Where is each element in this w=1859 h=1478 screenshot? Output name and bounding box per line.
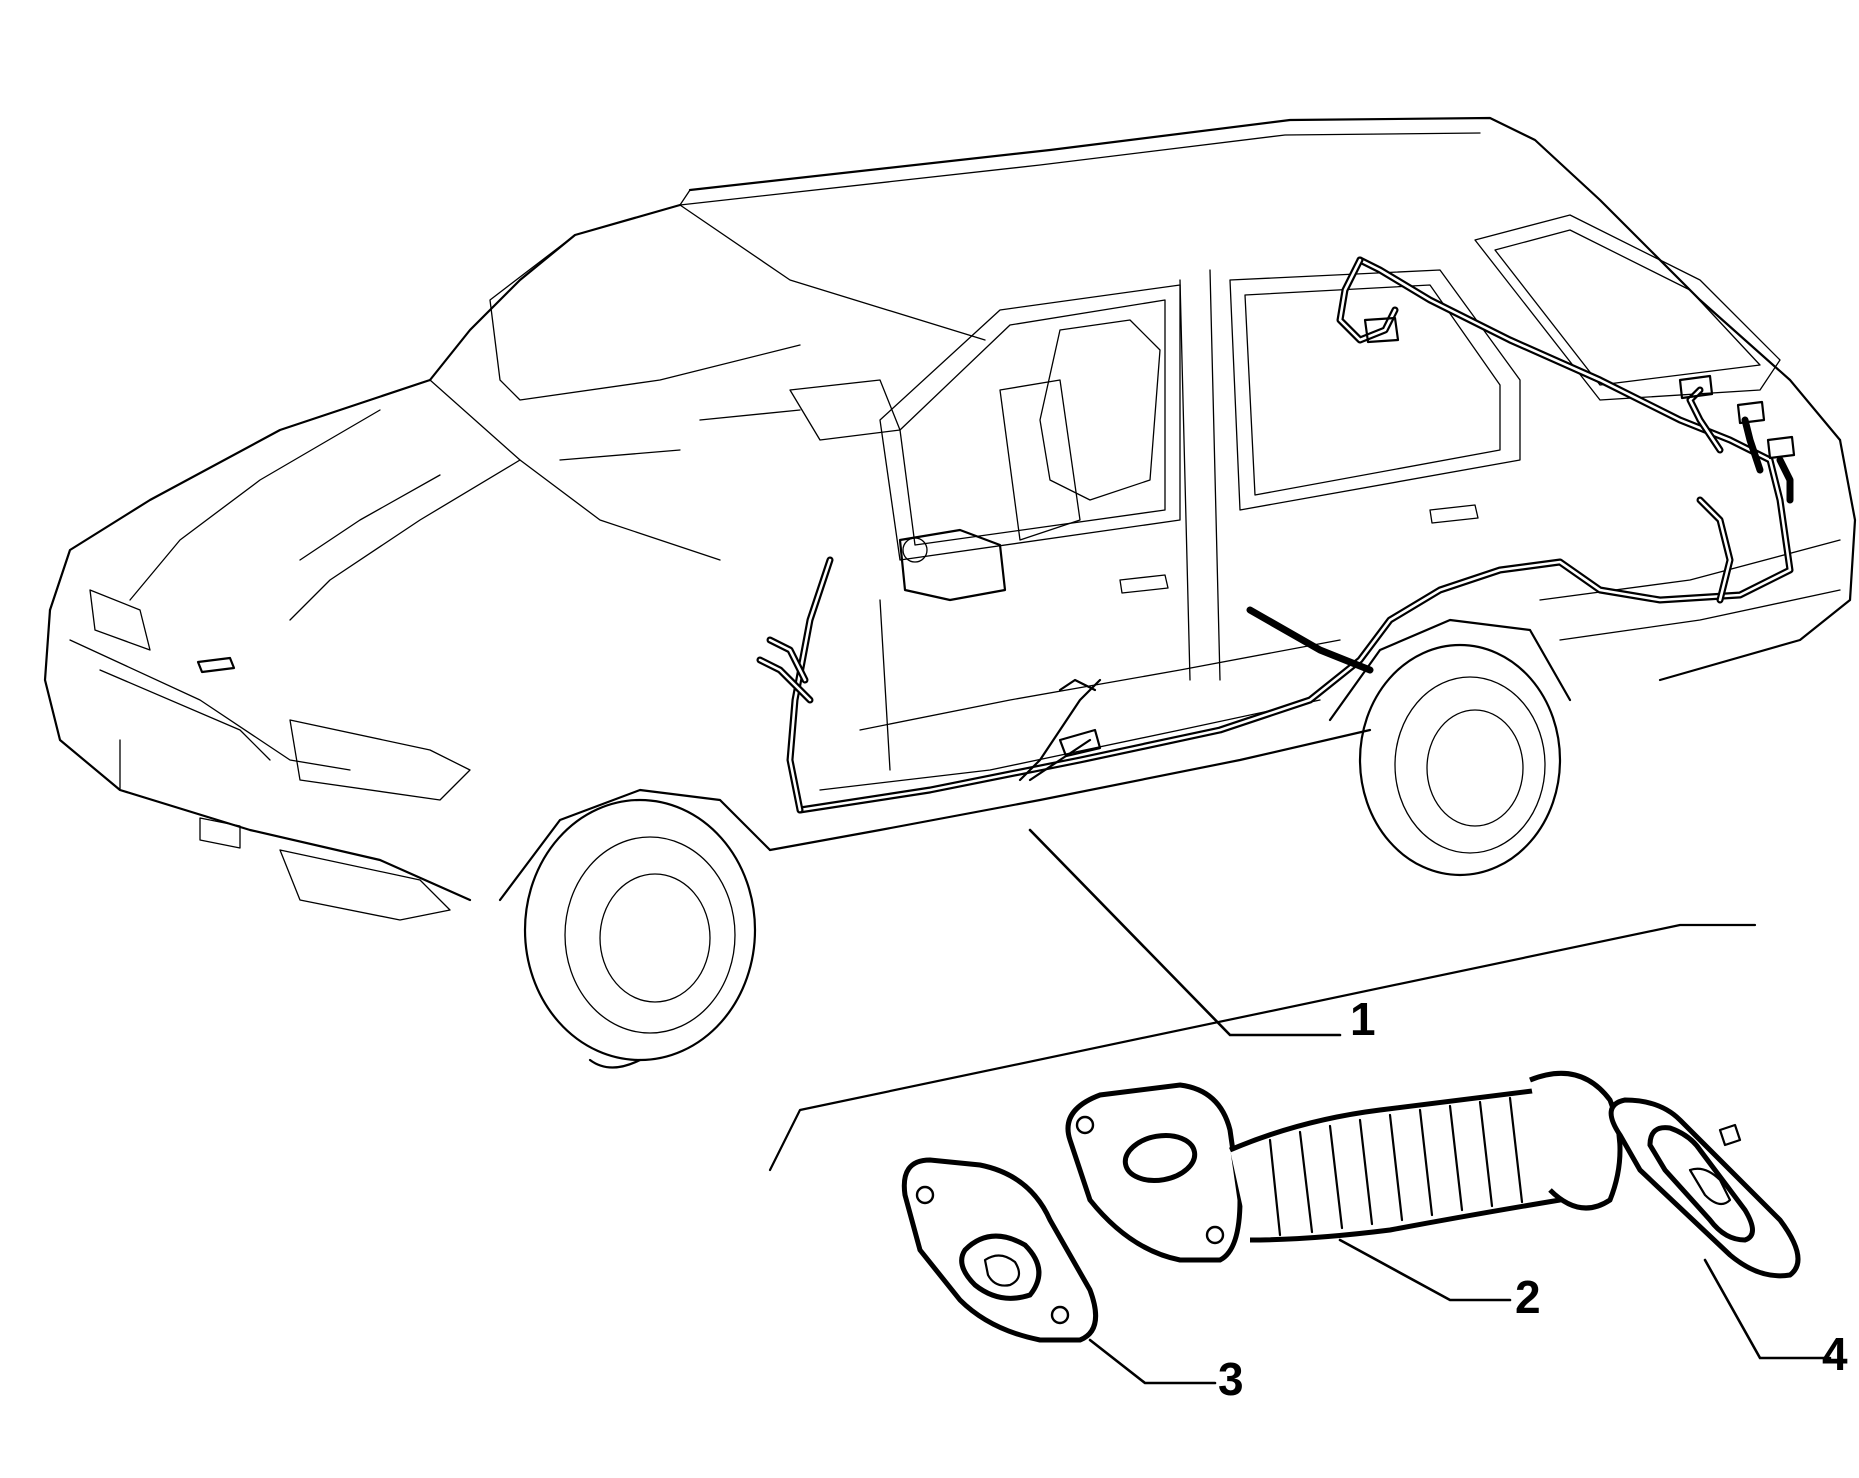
callout-label-4: 4 xyxy=(1822,1328,1848,1380)
callout-label-3: 3 xyxy=(1218,1353,1244,1405)
grommet-parts-group xyxy=(768,923,1801,1343)
wiring-harness xyxy=(756,256,1796,814)
station-wagon-car-outline xyxy=(43,116,1857,1069)
callout-2: 2 xyxy=(1338,1238,1541,1323)
grommet-flat-part-3 xyxy=(901,1157,1099,1343)
callout-3: 3 xyxy=(1088,1338,1244,1405)
grommet-corrugated-part-2 xyxy=(1065,1070,1623,1263)
callout-label-1: 1 xyxy=(1350,993,1376,1045)
grommet-oval-part-4 xyxy=(1608,1097,1801,1279)
callout-label-2: 2 xyxy=(1515,1271,1541,1323)
callout-4: 4 xyxy=(1703,1258,1848,1380)
callout-1: 1 xyxy=(1028,828,1376,1045)
